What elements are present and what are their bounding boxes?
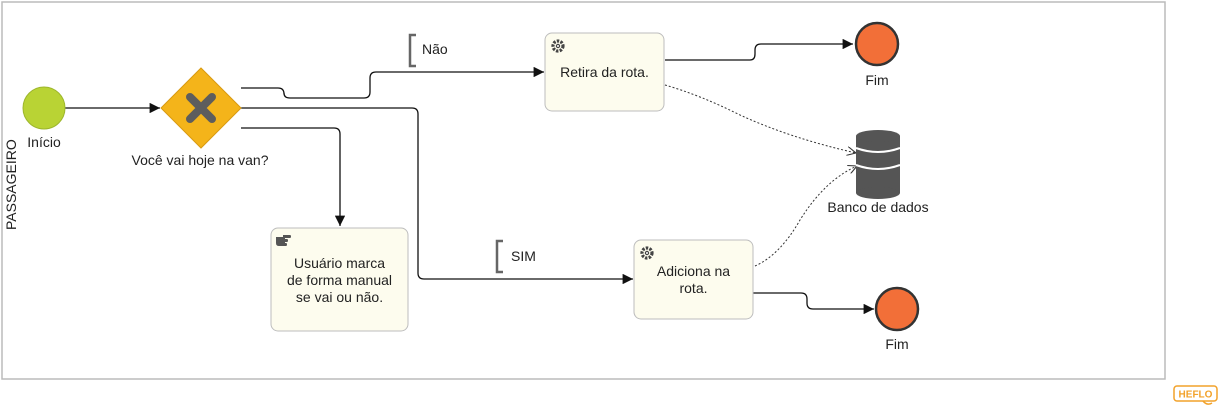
task-manual-text: Usuário marca de forma manual se vai ou …: [286, 255, 393, 305]
hand-pointer-icon: [276, 235, 291, 246]
flow-gateway-to-retira[interactable]: [241, 66, 544, 99]
flow-retira-to-end[interactable]: [665, 38, 853, 61]
svg-text:HEFLO: HEFLO: [1179, 390, 1213, 401]
association-retira-to-db: [664, 84, 856, 153]
task-manual[interactable]: [270, 227, 409, 332]
end-event-top-label: Fim: [865, 72, 888, 88]
association-adiciona-to-db: [754, 166, 857, 267]
end-event-bottom-label: Fim: [885, 336, 908, 352]
annotation-sim: SIM: [495, 239, 536, 274]
end-event-bottom[interactable]: [874, 286, 920, 332]
flow-gateway-to-manual[interactable]: [241, 127, 346, 226]
start-event[interactable]: [22, 86, 66, 130]
exclusive-gateway[interactable]: [160, 67, 242, 149]
datastore-label: Banco de dados: [827, 199, 928, 215]
end-event-top[interactable]: [854, 21, 900, 67]
task-adiciona-text: Adiciona na rota.: [656, 263, 731, 296]
flow-adiciona-to-end[interactable]: [753, 292, 874, 315]
flow-gateway-to-adiciona[interactable]: [241, 107, 633, 285]
task-retira-text: Retira da rota.: [560, 64, 649, 80]
database-icon[interactable]: [855, 130, 901, 199]
gear-icon: [640, 246, 654, 260]
x-icon: [186, 93, 216, 123]
annotation-nao: Não: [408, 33, 448, 68]
gateway-label: Você vai hoje na van?: [132, 152, 269, 168]
task-adiciona[interactable]: [633, 239, 754, 320]
annotation-sim-text: SIM: [511, 248, 536, 264]
annotation-nao-text: Não: [422, 41, 448, 57]
lane-label: PASSAGEIRO: [3, 139, 19, 230]
heflo-logo: HEFLO: [1173, 385, 1218, 405]
task-retira[interactable]: [544, 32, 665, 112]
gear-icon: [551, 39, 565, 53]
start-event-label: Início: [27, 134, 61, 150]
